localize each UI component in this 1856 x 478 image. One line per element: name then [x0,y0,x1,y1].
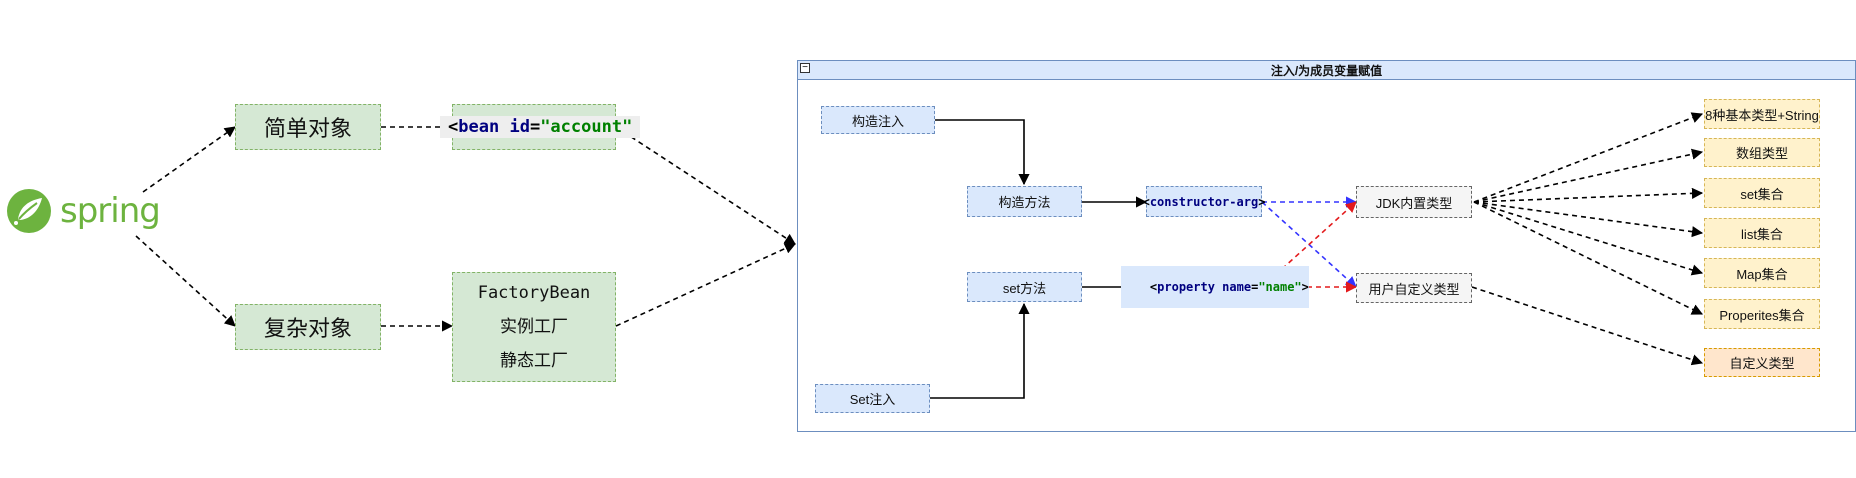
bean-tag-code: <bean id="account" [440,116,641,138]
arrow-bean-panel [615,126,796,245]
panel-title: 注入/为成员变量赋值 [797,60,1856,80]
arrow-jdk-t2 [1473,148,1704,203]
leaf-icon [7,189,51,233]
bean-attr: id [509,117,530,137]
target-list: list集合 [1704,218,1820,248]
factory-node: FactoryBean 实例工厂 静态工厂 [452,272,616,382]
ctor-arg-close: > [1258,194,1266,209]
property-attr: name [1222,280,1252,294]
collapse-icon[interactable]: − [800,63,810,73]
arrow-logo-complex [135,235,236,327]
arrow-factory-panel [615,243,797,327]
bean-open: < [448,117,459,137]
property-value: "name" [1258,280,1302,294]
bean-tag-name: bean [458,117,500,137]
property-open: < [1149,280,1158,294]
property-code: <property name="name"> [1121,266,1309,308]
property-close: > [1301,280,1309,294]
spring-logo: spring [6,186,176,236]
static-factory-label: 静态工厂 [500,350,568,370]
arrow-user-custom [1471,286,1704,366]
simple-object-node: 简单对象 [235,104,381,150]
property-node: <property name="name"> [1121,266,1309,308]
target-basic-types: 8种基本类型+String [1704,99,1820,129]
target-array-types: 数组类型 [1704,138,1820,167]
target-map: Map集合 [1704,258,1820,288]
jdk-types-node: JDK内置类型 [1356,186,1472,218]
property-eq: = [1251,280,1259,294]
arrow-ctor-inject [935,119,1030,186]
bean-eq: = [529,117,541,137]
arrow-jdk-t5 [1473,201,1704,276]
user-types-node: 用户自定义类型 [1356,273,1472,303]
ctor-method-node: 构造方法 [967,186,1082,217]
ctor-arg-tag: constructor-arg [1149,194,1259,209]
set-method-node: set方法 [967,272,1082,302]
logo-text: spring [60,191,161,231]
set-inject-node: Set注入 [815,384,930,413]
ctor-inject-node: 构造注入 [821,106,935,134]
arrow-jdk-t1 [1473,112,1704,203]
injection-panel [797,60,1856,432]
ctor-arg-node: <constructor-arg> [1142,186,1266,217]
arrow-jdk-t6 [1473,201,1704,315]
target-set: set集合 [1704,178,1820,208]
arrow-set-inject [930,302,1030,399]
instance-factory-label: 实例工厂 [500,316,568,336]
bean-value: "account" [540,117,633,137]
target-custom-type: 自定义类型 [1704,348,1820,377]
arrow-logo-simple [142,126,236,193]
target-properties: Properites集合 [1704,299,1820,329]
ctor-arg-open: < [1142,194,1150,209]
factory-bean-label: FactoryBean [477,283,591,304]
arrow-jdk-t4 [1473,201,1704,238]
property-tag: property [1157,280,1215,294]
arrow-jdk-t3 [1473,187,1704,203]
complex-object-node: 复杂对象 [235,304,381,350]
